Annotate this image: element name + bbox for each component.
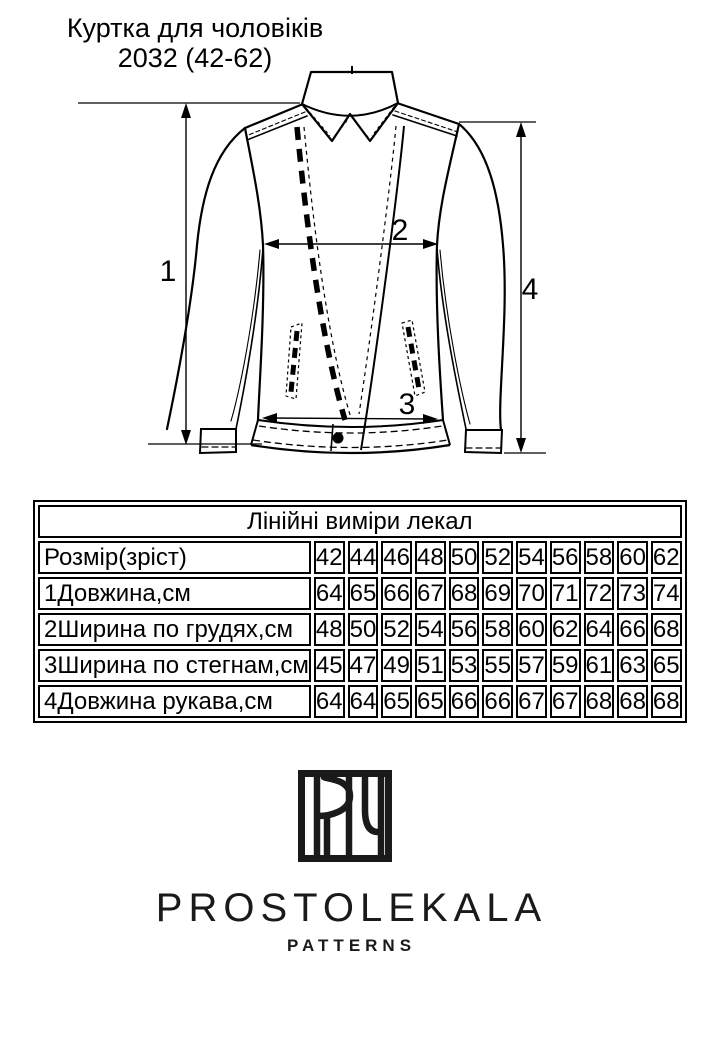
- row-label-sizes: Розмір(зріст): [38, 541, 311, 574]
- pocket-right: [401, 319, 426, 397]
- value-cell: 68: [650, 613, 682, 646]
- value-cell: 68: [583, 685, 615, 718]
- value-cell: 66: [482, 685, 514, 718]
- size-cell: 60: [617, 541, 648, 574]
- value-cell: 64: [583, 613, 615, 646]
- row-label-chest: 2Ширина по грудях,см: [38, 613, 311, 646]
- value-cell: 65: [415, 685, 446, 718]
- jacket-body: [243, 101, 461, 422]
- dimension-chest: [264, 239, 438, 249]
- front-zipper-lines: [294, 125, 405, 451]
- table-title-row: Лінійні виміри лекал: [38, 505, 682, 538]
- waistband-button: [332, 432, 344, 444]
- value-cell: 48: [313, 613, 345, 646]
- value-cell: 59: [549, 649, 581, 682]
- value-cell: 74: [650, 577, 682, 610]
- dim-label-1: 1: [160, 255, 177, 288]
- brand-monogram-icon: [298, 770, 392, 862]
- brand-name: PROSTOLEKALA: [155, 886, 548, 930]
- size-cell: 46: [381, 541, 412, 574]
- dimension-hip: [262, 413, 438, 424]
- value-cell: 72: [583, 577, 615, 610]
- size-cell: 56: [549, 541, 581, 574]
- size-cell: 54: [516, 541, 547, 574]
- value-cell: 66: [381, 577, 412, 610]
- value-cell: 61: [583, 649, 615, 682]
- pocket-left: [285, 322, 303, 400]
- value-cell: 63: [617, 649, 648, 682]
- measurements-table: Лінійні виміри лекал Розмір(зріст) 42 44…: [33, 500, 687, 723]
- value-cell: 45: [313, 649, 345, 682]
- value-cell: 64: [313, 685, 345, 718]
- value-cell: 53: [448, 649, 480, 682]
- value-cell: 65: [381, 685, 412, 718]
- value-cell: 47: [347, 649, 379, 682]
- value-cell: 56: [448, 613, 480, 646]
- title-product: Куртка для чоловіків: [66, 13, 324, 43]
- value-cell: 50: [347, 613, 379, 646]
- value-cell: 58: [482, 613, 514, 646]
- value-cell: 68: [448, 577, 480, 610]
- brand-subtitle: PATTERNS: [286, 936, 417, 955]
- value-cell: 57: [516, 649, 547, 682]
- size-cell: 58: [583, 541, 615, 574]
- size-cell: 42: [313, 541, 345, 574]
- value-cell: 52: [381, 613, 412, 646]
- value-cell: 64: [313, 577, 345, 610]
- collar: [300, 66, 400, 143]
- waistband: [250, 419, 451, 455]
- sleeve-right: [436, 122, 506, 455]
- dim-label-4: 4: [522, 273, 539, 306]
- value-cell: 68: [617, 685, 648, 718]
- title-model-number: 2032 (42-62): [117, 43, 273, 74]
- value-cell: 71: [549, 577, 581, 610]
- row-label-hip: 3Ширина по стегнам,см: [38, 649, 311, 682]
- value-cell: 65: [650, 649, 682, 682]
- size-cell: 48: [415, 541, 446, 574]
- table-row-chest: 2Ширина по грудях,см 48 50 52 54 56 58 6…: [38, 613, 682, 646]
- value-cell: 62: [549, 613, 581, 646]
- sleeve-left: [165, 126, 264, 455]
- value-cell: 66: [448, 685, 480, 718]
- value-cell: 70: [516, 577, 547, 610]
- size-cell: 52: [482, 541, 514, 574]
- dimension-sleeve: [459, 121, 546, 454]
- value-cell: 51: [415, 649, 446, 682]
- value-cell: 65: [347, 577, 379, 610]
- size-cell: 62: [650, 541, 682, 574]
- table-row-hip: 3Ширина по стегнам,см 45 47 49 51 53 55 …: [38, 649, 682, 682]
- value-cell: 60: [516, 613, 547, 646]
- value-cell: 73: [617, 577, 648, 610]
- row-label-length: 1Довжина,см: [38, 577, 311, 610]
- table-title: Лінійні виміри лекал: [38, 505, 682, 538]
- row-label-sleeve: 4Довжина рукава,см: [38, 685, 311, 718]
- value-cell: 69: [482, 577, 514, 610]
- value-cell: 67: [415, 577, 446, 610]
- size-cell: 44: [347, 541, 379, 574]
- page-title: Куртка для чоловіків 2032 (42-62): [20, 12, 370, 74]
- dimension-length: [78, 102, 300, 445]
- value-cell: 66: [617, 613, 648, 646]
- table-row-sizes: Розмір(зріст) 42 44 46 48 50 52 54 56 58…: [38, 541, 682, 574]
- value-cell: 64: [347, 685, 379, 718]
- jacket-technical-drawing: 1 2 3 4: [78, 66, 546, 455]
- table-row-length: 1Довжина,см 64 65 66 67 68 69 70 71 72 7…: [38, 577, 682, 610]
- dim-label-3: 3: [399, 388, 416, 421]
- table-row-sleeve: 4Довжина рукава,см 64 64 65 65 66 66 67 …: [38, 685, 682, 718]
- value-cell: 54: [415, 613, 446, 646]
- dim-label-2: 2: [392, 214, 409, 247]
- value-cell: 67: [516, 685, 547, 718]
- value-cell: 55: [482, 649, 514, 682]
- size-cell: 50: [448, 541, 480, 574]
- value-cell: 49: [381, 649, 412, 682]
- value-cell: 68: [650, 685, 682, 718]
- value-cell: 67: [549, 685, 581, 718]
